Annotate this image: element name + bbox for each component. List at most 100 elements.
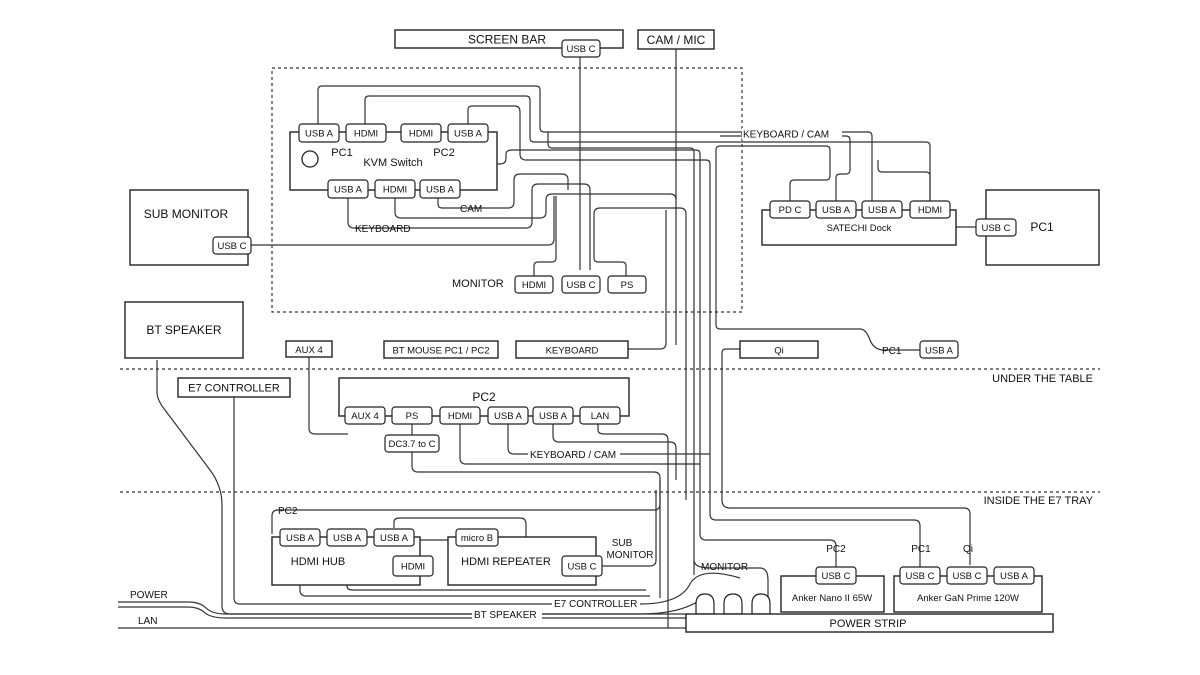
wire-power2 [118,606,686,619]
cam-mic-label: CAM / MIC [647,33,706,47]
monitor-ps-port [607,275,647,294]
wire-e7 [233,397,552,605]
wire-pc2-lan [597,424,669,628]
kvm-pc1-label: PC1 [331,147,352,159]
kvm-hdmi-pc2-label: HDMI [409,129,433,140]
dock-pdc-port [769,200,811,219]
kvm-pc2-label: PC2 [433,147,454,159]
wire-label-pc1: PC1 [882,346,902,357]
kvm-usba-out-label: USB A [334,185,363,196]
pc2-usba2-label: USB A [539,411,568,422]
pc2-hdmi-port [439,406,481,425]
qi-label: Qi [774,346,784,357]
pc2-label: PC2 [472,390,496,404]
pc2-lan-port [579,406,621,425]
monitor-ps-label: PS [621,280,634,291]
wire-label-bg-pc2 [528,449,620,461]
dock-usba2-port [861,200,903,219]
anker-gan-usba-label: USB A [1000,571,1029,582]
wire-kvm-pc1-usba [317,85,873,202]
pc1-label: PC1 [1030,220,1054,234]
screen-bar-label: SCREEN BAR [468,33,546,47]
kvm-hdmi-pc1-port [345,123,387,143]
wire-label-bt-speaker: BT SPEAKER [474,610,537,621]
kvm-hdmi-out-label: HDMI [383,185,407,196]
wire-kvm-top-bundle [547,132,695,575]
anker-nano-usbc-label: USB C [821,571,850,582]
wire-monitor-bottom [693,559,769,600]
e7-controller-label: E7 CONTROLLER [188,383,280,395]
repeater-usbc-label: USB C [567,562,596,573]
sub-monitor-usbc-label: USB C [217,241,246,252]
wire-label-sub-monitor-1: SUB [612,538,633,549]
screen-bar-usbc-port [561,39,601,58]
pc2-ps-port [391,406,433,425]
pc1-usbc-port [975,218,1017,237]
bt-speaker-box [124,301,244,359]
pc1-usbc-label: USB C [981,223,1010,234]
pc2-usba1-label: USB A [494,411,523,422]
bt-mouse-box [383,340,499,359]
wire-e7-out [639,572,741,605]
wire-label-pc1-charger: PC1 [911,544,931,555]
dc-adapter-label: DC3.7 to C [389,439,436,450]
pc2-lan-label: LAN [591,411,610,422]
hub-hdmi-port [392,555,434,577]
anker-nano-label: Anker Nano II 65W [792,593,872,604]
wire-label-monitor: MONITOR [701,562,748,573]
monitor-label: MONITOR [452,278,504,290]
desk-usba-port [919,340,959,359]
satechi-dock-label: SATECHI Dock [827,223,892,234]
desk-usba-label: USB A [925,346,954,357]
wire-pc2-usba-kbcam [507,424,710,455]
kvm-usba-cam-label: USB A [426,185,455,196]
wire-dc-adapter [411,452,661,598]
e7-controller-box [177,377,291,398]
aux4-top-label: AUX 4 [295,345,322,356]
anker-gan-usba-port [993,566,1035,585]
anker-gan-usbc1-port [899,566,941,585]
wire-pc2-hdmi [459,424,700,465]
monitor-usbc-label: USB C [566,280,595,291]
kvm-usba-pc1-label: USB A [305,129,334,140]
dc-adapter-box [384,434,440,453]
wire-dock-usba1 [720,135,851,202]
plug-icon-2 [723,593,743,615]
wire-kvm-pc1-hdmi [364,95,931,202]
hdmi-hub-label: HDMI HUB [291,556,345,568]
wire-monitor-ps [593,207,687,500]
wire-label-e7-controller: E7 CONTROLLER [554,599,637,610]
dock-hdmi-port [909,200,951,219]
hub-usba2-port [326,528,368,547]
wire-aux [308,357,348,435]
qi-box [739,340,819,359]
wire-label-keyboard-cam-pc2: KEYBOARD / CAM [530,450,616,461]
hub-usba1-label: USB A [286,533,315,544]
repeater-usbc-port [561,555,603,577]
aux4-top-box [285,340,333,358]
wire-label-bg-e7 [552,598,640,610]
zone-label-inside-tray: INSIDE THE E7 TRAY [984,495,1094,507]
anker-gan-usbc1-label: USB C [905,571,934,582]
anker-gan-usbc2-port [946,566,988,585]
pc2-usba1-port [487,406,529,425]
sub-monitor-usbc-port [212,236,252,255]
kvm-area [271,67,743,313]
dock-usba1-port [815,200,857,219]
wire-kvm-pc2-usba [467,105,711,500]
bt-speaker-label: BT SPEAKER [146,323,221,337]
wire-label-lan: LAN [138,616,157,627]
wire-qi [721,348,971,565]
repeater-microb-port [455,528,499,547]
keyboard-label: KEYBOARD [546,346,599,357]
screen-bar-usbc-label: USB C [566,44,595,55]
wire-label-bg-bt [472,609,542,621]
wire-label-keyboard-cam-top: KEYBOARD / CAM [743,130,829,141]
dock-usba2-label: USB A [868,205,897,216]
wire-hub-usba3 [393,517,527,560]
plug-icon-1 [695,593,715,615]
kvm-usba-cam-port [419,179,461,199]
cam-mic-box [637,29,715,50]
wire-charger-pc2 [699,510,837,570]
